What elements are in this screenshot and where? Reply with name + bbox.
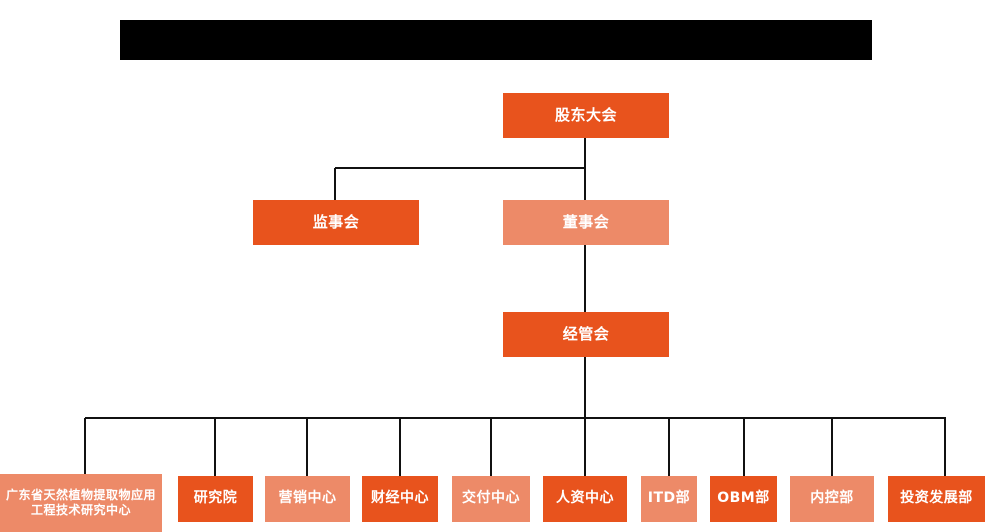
department-label: 投资发展部 <box>900 490 973 507</box>
connector-directors-to-management <box>584 245 586 313</box>
department-label: 内控部 <box>810 490 854 507</box>
department-marketing-center[interactable]: 营销中心 <box>265 476 350 522</box>
department-label: 研究院 <box>193 490 238 507</box>
connector-drop-itd-department <box>668 418 670 476</box>
department-gd-natural-plant-extract-center[interactable]: 广东省天然植物提取物应用工程技术研究中心 <box>0 474 162 532</box>
department-label: 财经中心 <box>371 490 429 507</box>
connector-drop-delivery-center <box>490 418 492 476</box>
node-shareholders-meeting[interactable]: 股东大会 <box>503 93 669 138</box>
connector-to-supervisors <box>334 168 336 201</box>
connector-drop-research-institute <box>214 418 216 476</box>
connector-drop-internal-control-department <box>831 418 833 476</box>
node-management-committee[interactable]: 经管会 <box>503 312 669 357</box>
connector-drop-finance-center <box>399 418 401 476</box>
connector-drop-investment-development-department <box>944 418 946 476</box>
department-research-institute[interactable]: 研究院 <box>178 476 253 522</box>
connector-to-directors <box>584 168 586 201</box>
department-label: ITD部 <box>647 490 691 507</box>
department-investment-development-department[interactable]: 投资发展部 <box>888 476 985 522</box>
node-board-of-supervisors[interactable]: 监事会 <box>253 200 419 245</box>
department-finance-center[interactable]: 财经中心 <box>362 476 438 522</box>
department-label: 交付中心 <box>462 490 520 507</box>
department-label: 广东省天然植物提取物应用工程技术研究中心 <box>5 488 156 517</box>
department-label: 人资中心 <box>556 490 614 507</box>
connector-department-bus <box>85 417 946 419</box>
department-itd-department[interactable]: ITD部 <box>641 476 697 522</box>
department-label: OBM部 <box>717 490 770 507</box>
department-internal-control-department[interactable]: 内控部 <box>790 476 874 522</box>
connector-drop-hr-center <box>584 418 586 476</box>
connector-drop-obm-department <box>743 418 745 476</box>
title-banner <box>120 20 872 60</box>
node-label: 经管会 <box>562 325 610 344</box>
connector-shareholders-down <box>584 138 586 169</box>
connector-drop-marketing-center <box>306 418 308 476</box>
node-label: 股东大会 <box>554 106 617 125</box>
connector-management-to-bus <box>584 357 586 419</box>
connector-drop-gd-natural-plant-extract-center <box>84 418 86 476</box>
node-board-of-directors[interactable]: 董事会 <box>503 200 669 245</box>
department-label: 营销中心 <box>278 490 337 507</box>
node-label: 董事会 <box>562 213 610 232</box>
node-label: 监事会 <box>312 213 360 232</box>
department-hr-center[interactable]: 人资中心 <box>543 476 627 522</box>
department-delivery-center[interactable]: 交付中心 <box>452 476 530 522</box>
connector-split-bar <box>335 167 586 169</box>
department-obm-department[interactable]: OBM部 <box>710 476 777 522</box>
